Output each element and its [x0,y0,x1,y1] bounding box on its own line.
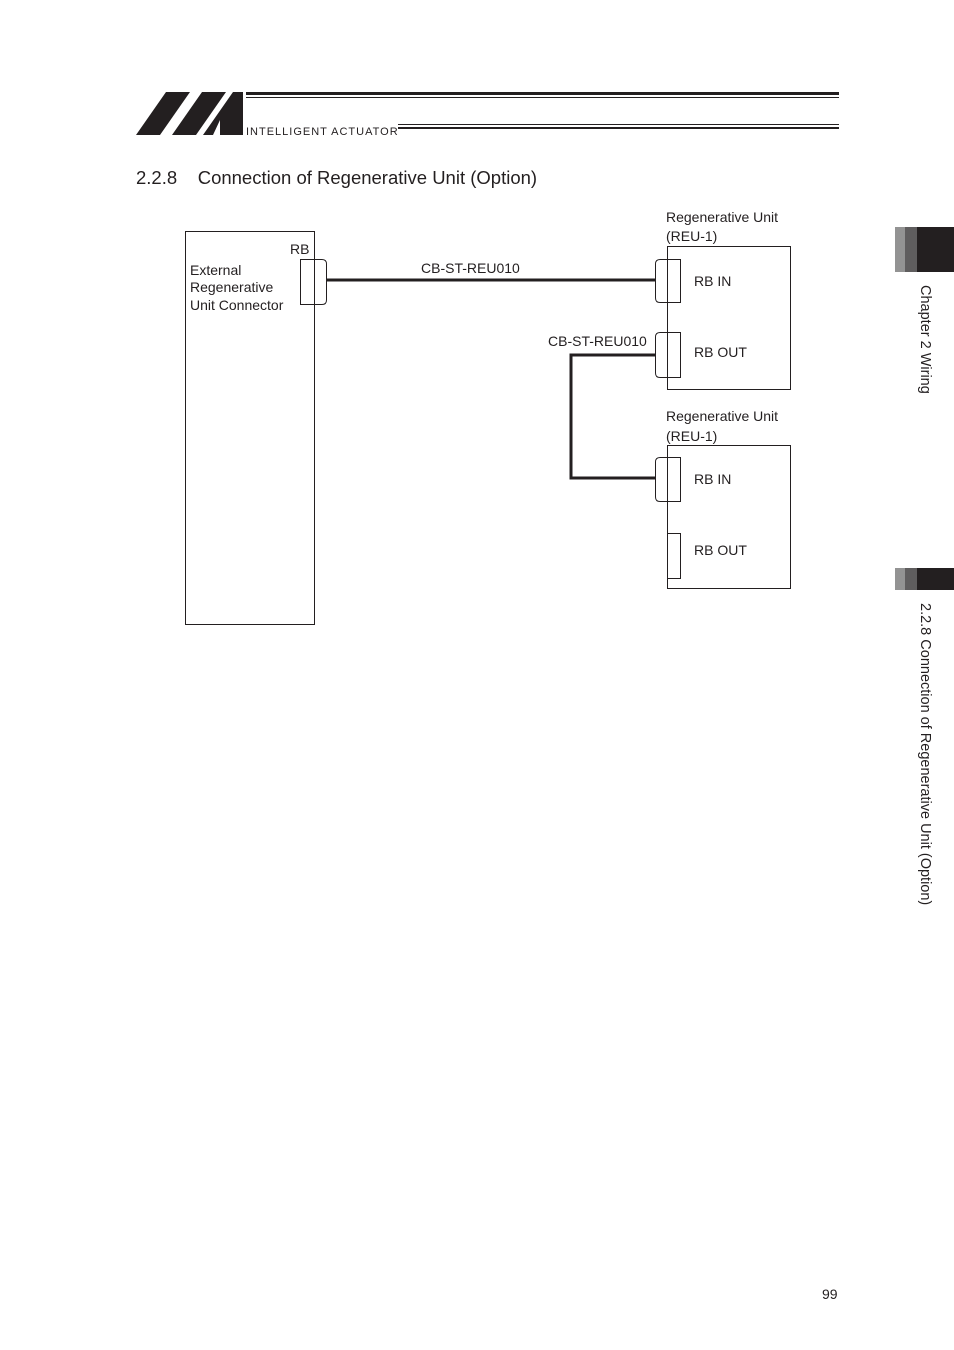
unit1-rb-in-label: RB IN [694,273,731,289]
rb-connector [300,259,315,305]
unit2-rb-in-plug [655,457,668,502]
header-rule-top [246,92,839,95]
chapter-side-label: Chapter 2 Wiring [917,285,933,394]
external-unit-box [185,231,315,625]
unit1-rb-in-plug [655,259,668,303]
ia-logo-mark [136,92,243,135]
unit1-box [667,246,791,390]
section-tab-marker [895,568,954,590]
brand-text: INTELLIGENT ACTUATOR [246,126,399,138]
cable-2 [569,353,655,480]
page-number: 99 [822,1286,838,1302]
unit2-rb-out-label: RB OUT [694,542,747,558]
unit2-rb-out-connector [667,533,681,579]
unit2-model: (REU-1) [666,428,717,444]
unit1-model: (REU-1) [666,228,717,244]
unit2-title: Regenerative Unit [666,408,778,424]
chapter-tab-marker [895,227,954,272]
header-logo: INTELLIGENT ACTUATOR [136,92,839,138]
unit1-rb-out-plug [655,332,668,378]
rb-label: RB [290,241,309,257]
unit2-rb-in-connector [667,457,681,502]
cable-2-label: CB-ST-REU010 [548,333,647,349]
external-unit-label-3: Unit Connector [190,297,284,313]
section-title: 2.2.8 Connection of Regenerative Unit (O… [136,167,538,188]
unit1-title: Regenerative Unit [666,209,778,225]
connection-diagram: RB External Regenerative Unit Connector … [185,209,791,625]
header-rule-bottom [398,124,839,125]
unit2-box [667,445,791,589]
unit1-rb-in-connector [667,259,681,303]
cable-1-label: CB-ST-REU010 [421,260,520,276]
external-unit-label-2: Regenerative [190,279,273,295]
unit1-rb-out-label: RB OUT [694,344,747,360]
unit1-rb-out-connector [667,332,681,378]
rb-plug [314,259,327,305]
section-side-label: 2.2.8 Connection of Regenerative Unit (O… [917,603,933,906]
unit2-rb-in-label: RB IN [694,471,731,487]
external-unit-label-1: External [190,262,241,278]
